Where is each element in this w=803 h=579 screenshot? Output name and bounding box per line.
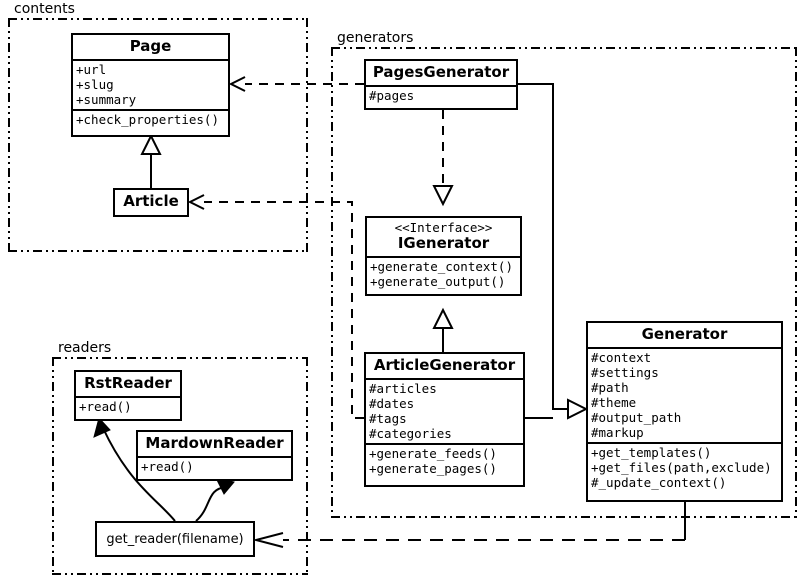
class-attributes-page: +url +slug +summary bbox=[73, 59, 228, 109]
package-border-top bbox=[52, 357, 308, 359]
class-attributes-article-generator: #articles #dates #tags #categories bbox=[366, 378, 523, 443]
class-name-generator: Generator bbox=[641, 325, 728, 343]
class-box-page[interactable]: Page +url +slug +summary +check_properti… bbox=[71, 33, 230, 137]
attribute-row: #path bbox=[591, 380, 629, 395]
relation-generator-uses-get-reader bbox=[252, 502, 686, 548]
package-border-top bbox=[331, 47, 797, 49]
attribute-row: #dates bbox=[369, 396, 415, 411]
relation-articlegen-uses-article bbox=[187, 194, 364, 419]
method-row: +generate_feeds() bbox=[369, 446, 497, 461]
class-name-mardown-reader: MardownReader bbox=[145, 434, 284, 452]
package-border-right bbox=[795, 47, 797, 518]
relation-pagesgen-uses-page bbox=[228, 76, 364, 92]
class-box-mardown-reader[interactable]: MardownReader +read() bbox=[136, 430, 293, 481]
class-attributes-pages-generator: #pages bbox=[366, 85, 516, 105]
attribute-row: +url bbox=[76, 62, 107, 77]
class-box-igenerator[interactable]: <<Interface>> IGenerator +generate_conte… bbox=[365, 216, 522, 296]
relation-pagesgen-to-igenerator bbox=[432, 110, 454, 207]
class-box-generator[interactable]: Generator #context #settings #path #them… bbox=[586, 321, 783, 502]
attribute-row: #pages bbox=[369, 88, 415, 103]
class-methods-article-generator: +generate_feeds() +generate_pages() bbox=[366, 443, 523, 478]
attribute-row: +slug bbox=[76, 77, 114, 92]
attribute-row: #tags bbox=[369, 411, 407, 426]
method-row: +get_files(path,exclude) bbox=[591, 460, 772, 475]
attribute-row: #theme bbox=[591, 395, 637, 410]
relation-get-reader-returns-rst bbox=[93, 416, 176, 522]
method-row: +generate_output() bbox=[370, 274, 506, 289]
package-border-bottom bbox=[331, 516, 797, 518]
method-row: +generate_pages() bbox=[369, 461, 497, 476]
class-box-article[interactable]: Article bbox=[113, 188, 189, 217]
package-generators bbox=[331, 47, 797, 518]
relation-article-to-page bbox=[140, 133, 162, 188]
class-name-igenerator: IGenerator bbox=[397, 234, 490, 252]
package-border-left bbox=[8, 18, 10, 252]
package-contents-label: contents bbox=[12, 1, 77, 17]
relation-articlegen-to-igenerator bbox=[432, 307, 454, 352]
package-generators-label: generators bbox=[335, 30, 416, 46]
relation-articlegen-to-generator bbox=[525, 398, 589, 420]
class-box-pages-generator[interactable]: PagesGenerator #pages bbox=[364, 59, 518, 110]
package-readers bbox=[52, 357, 308, 575]
class-methods-page: +check_properties() bbox=[73, 109, 228, 129]
attribute-row: #settings bbox=[591, 365, 659, 380]
class-box-article-generator[interactable]: ArticleGenerator #articles #dates #tags … bbox=[364, 352, 525, 487]
method-row: +read() bbox=[141, 459, 194, 474]
relation-pagesgen-to-generator bbox=[518, 83, 569, 410]
package-border-bottom bbox=[8, 250, 308, 252]
attribute-row: #markup bbox=[591, 425, 644, 440]
package-border-top bbox=[8, 18, 308, 20]
method-row: +get_templates() bbox=[591, 445, 712, 460]
package-border-left bbox=[52, 357, 54, 575]
function-box-get-reader[interactable]: get_reader(filename) bbox=[95, 521, 255, 557]
class-methods-igenerator: +generate_context() +generate_output() bbox=[367, 256, 520, 291]
package-border-right bbox=[306, 18, 308, 252]
attribute-row: #context bbox=[591, 350, 652, 365]
attribute-row: +summary bbox=[76, 92, 137, 107]
relation-get-reader-returns-mardown bbox=[195, 477, 235, 522]
attribute-row: #categories bbox=[369, 426, 452, 441]
method-row: +read() bbox=[79, 399, 132, 414]
class-box-rst-reader[interactable]: RstReader +read() bbox=[74, 370, 182, 421]
class-methods-rst-reader: +read() bbox=[76, 396, 180, 416]
class-methods-mardown-reader: +read() bbox=[138, 456, 291, 476]
method-row: #_update_context() bbox=[591, 475, 727, 490]
attribute-row: #articles bbox=[369, 381, 437, 396]
class-attributes-generator: #context #settings #path #theme #output_… bbox=[588, 347, 781, 442]
class-stereotype-igenerator: <<Interface>> bbox=[394, 220, 493, 235]
package-border-left bbox=[331, 47, 333, 518]
class-name-pages-generator: PagesGenerator bbox=[372, 63, 510, 81]
class-header-igenerator: <<Interface>> IGenerator bbox=[367, 218, 520, 256]
package-border-right bbox=[306, 357, 308, 575]
package-contents bbox=[8, 18, 308, 252]
method-row: +check_properties() bbox=[76, 112, 219, 127]
class-name-rst-reader: RstReader bbox=[84, 374, 172, 392]
attribute-row: #output_path bbox=[591, 410, 682, 425]
class-methods-generator: +get_templates() +get_files(path,exclude… bbox=[588, 442, 781, 492]
class-name-article: Article bbox=[123, 192, 179, 210]
package-readers-label: readers bbox=[56, 340, 114, 356]
method-row: +generate_context() bbox=[370, 259, 513, 274]
package-border-bottom bbox=[52, 573, 308, 575]
class-name-article-generator: ArticleGenerator bbox=[373, 356, 516, 374]
class-name-page: Page bbox=[129, 37, 172, 55]
